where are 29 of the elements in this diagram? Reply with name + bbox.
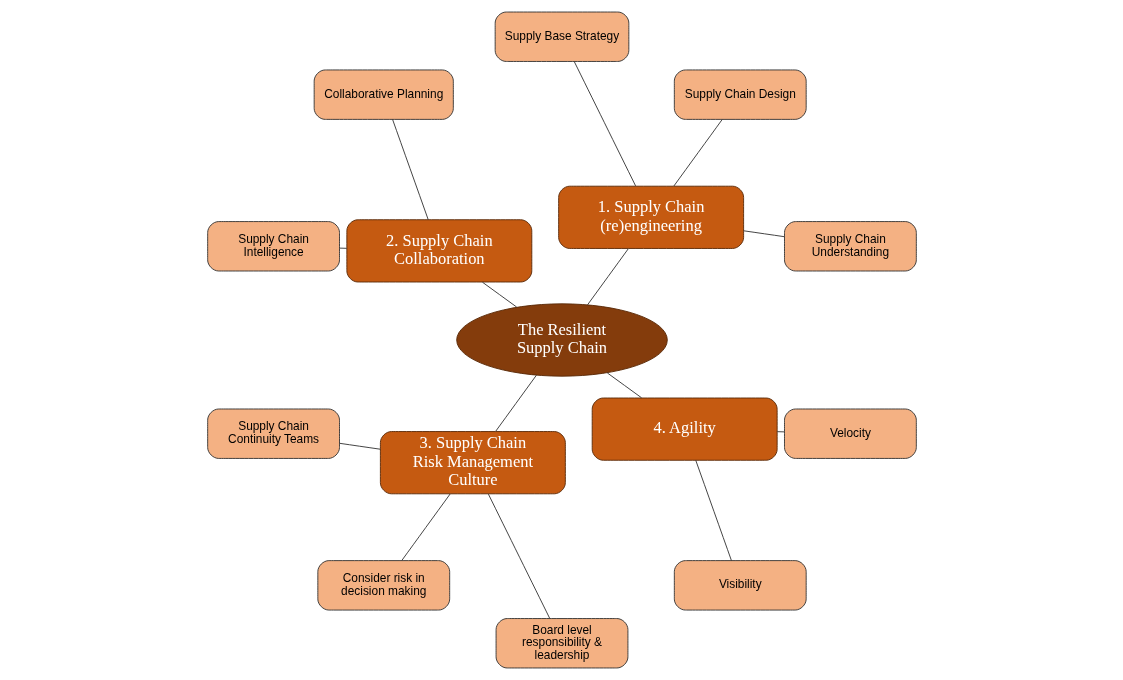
connector: [401, 493, 451, 561]
node-box: Visibility: [673, 560, 807, 611]
node-box: Velocity: [783, 408, 917, 459]
node-ellipse: The Resilient Supply Chain: [455, 303, 668, 377]
node-box: Consider risk in decision making: [316, 560, 450, 611]
node-box: Supply Base Strategy: [494, 11, 629, 62]
node-box: Supply Chain Understanding: [783, 221, 917, 272]
node-box: Supply Chain Intelligence: [206, 221, 340, 272]
connector: [391, 118, 429, 221]
connector: [338, 247, 347, 249]
node-box: Supply Chain Design: [673, 69, 807, 120]
node-box: 2. Supply Chain Collaboration: [345, 219, 532, 283]
connector: [481, 281, 517, 308]
connector: [487, 493, 550, 619]
node-box: 4. Agility: [591, 397, 778, 461]
connector: [338, 442, 381, 450]
node-box: 1. Supply Chain (re)engineering: [557, 185, 744, 249]
node-box: Supply Chain Continuity Teams: [206, 408, 340, 459]
connector: [606, 372, 642, 399]
connector: [776, 431, 785, 433]
connector: [672, 119, 722, 187]
connector: [586, 248, 629, 306]
connector: [694, 459, 732, 562]
node-box: Collaborative Planning: [313, 69, 454, 120]
node-box: 3. Supply Chain Risk Management Culture: [379, 431, 566, 495]
connector: [573, 61, 636, 187]
connector: [494, 374, 537, 432]
node-box: Board level responsibility & leadership: [495, 618, 628, 669]
connector: [742, 230, 785, 238]
